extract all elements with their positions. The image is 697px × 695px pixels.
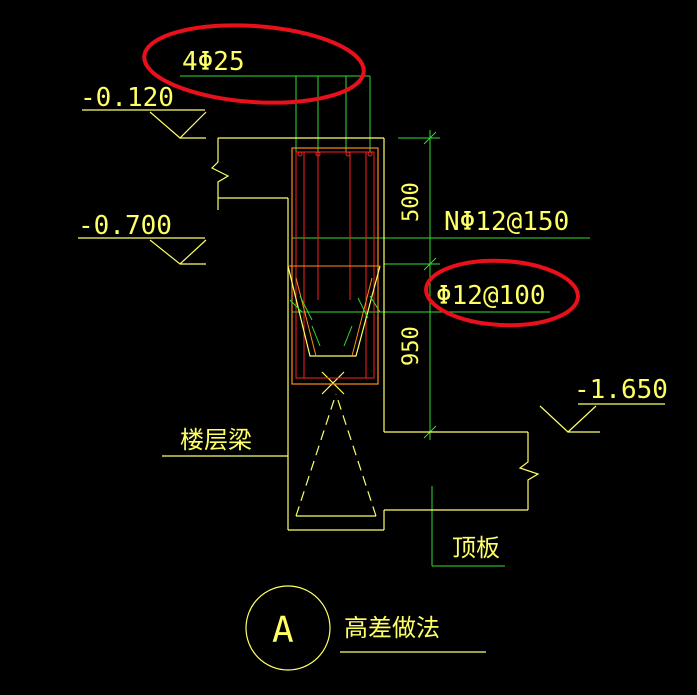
stirrup-upper-label: NΦ12@150 [444, 207, 569, 237]
stirrup-lower-label: Φ12@100 [436, 281, 546, 311]
concrete-outline [78, 109, 665, 531]
highlight-circle-stirrup [424, 258, 580, 328]
dimension-upper-label: 500 [399, 182, 424, 222]
detail-title: 高差做法 [344, 614, 440, 642]
detail-marker [245, 585, 486, 671]
elevation-bottom-label: -1.650 [574, 375, 668, 405]
elevation-mid-label: -0.700 [78, 211, 172, 241]
highlight-circle-main-rebar [142, 23, 366, 105]
rebar-cage [287, 147, 381, 385]
top-slab-label: 顶板 [452, 534, 500, 562]
dimension-lines [292, 130, 590, 567]
drawing-labels: 4Φ25 -0.120 -0.700 -1.650 NΦ12@150 Φ12@1… [78, 47, 668, 651]
main-rebar-label: 4Φ25 [182, 47, 245, 77]
main-rebar-leaders [180, 75, 371, 152]
dimension-lower-label: 950 [399, 326, 424, 366]
detail-marker-letter: A [272, 610, 294, 651]
highlight-marks [142, 23, 580, 328]
floor-beam-label: 楼层梁 [180, 426, 252, 454]
elevation-top-label: -0.120 [80, 83, 174, 113]
